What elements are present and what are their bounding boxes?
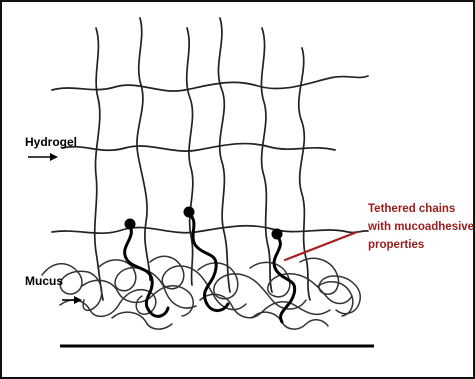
tethered-pointer-line <box>285 232 357 260</box>
network-horizontal-strand <box>62 144 335 152</box>
mucus-layer <box>42 256 360 329</box>
anchor-bead <box>184 207 195 218</box>
mucus-arrow-icon <box>62 296 82 304</box>
hydrogel-arrow-icon <box>28 153 58 161</box>
tethered-chain <box>125 226 168 316</box>
tethered-chains-label-line3: properties <box>368 239 424 251</box>
mucus-strand <box>300 258 360 313</box>
anchor-bead <box>125 219 136 230</box>
anchor-bead <box>272 229 283 240</box>
network-horizontal-strand <box>52 76 368 91</box>
mucus-strand <box>318 282 353 316</box>
mucus-label: Mucus <box>25 274 63 288</box>
mucus-strand <box>150 256 246 309</box>
tethered-chains-label-line1: Tethered chains <box>368 203 455 215</box>
tethered-chains-label-line2: with mucoadhesive <box>367 221 474 233</box>
network-horizontal-strand <box>52 226 368 233</box>
network-vertical-strand <box>95 28 103 300</box>
network-vertical-strand <box>187 28 193 285</box>
network-vertical-strand <box>261 28 272 292</box>
hydrogel-network <box>52 18 368 300</box>
hydrogel-label: Hydrogel <box>25 135 77 149</box>
network-vertical-strand <box>218 18 230 292</box>
network-vertical-strand <box>137 18 150 280</box>
